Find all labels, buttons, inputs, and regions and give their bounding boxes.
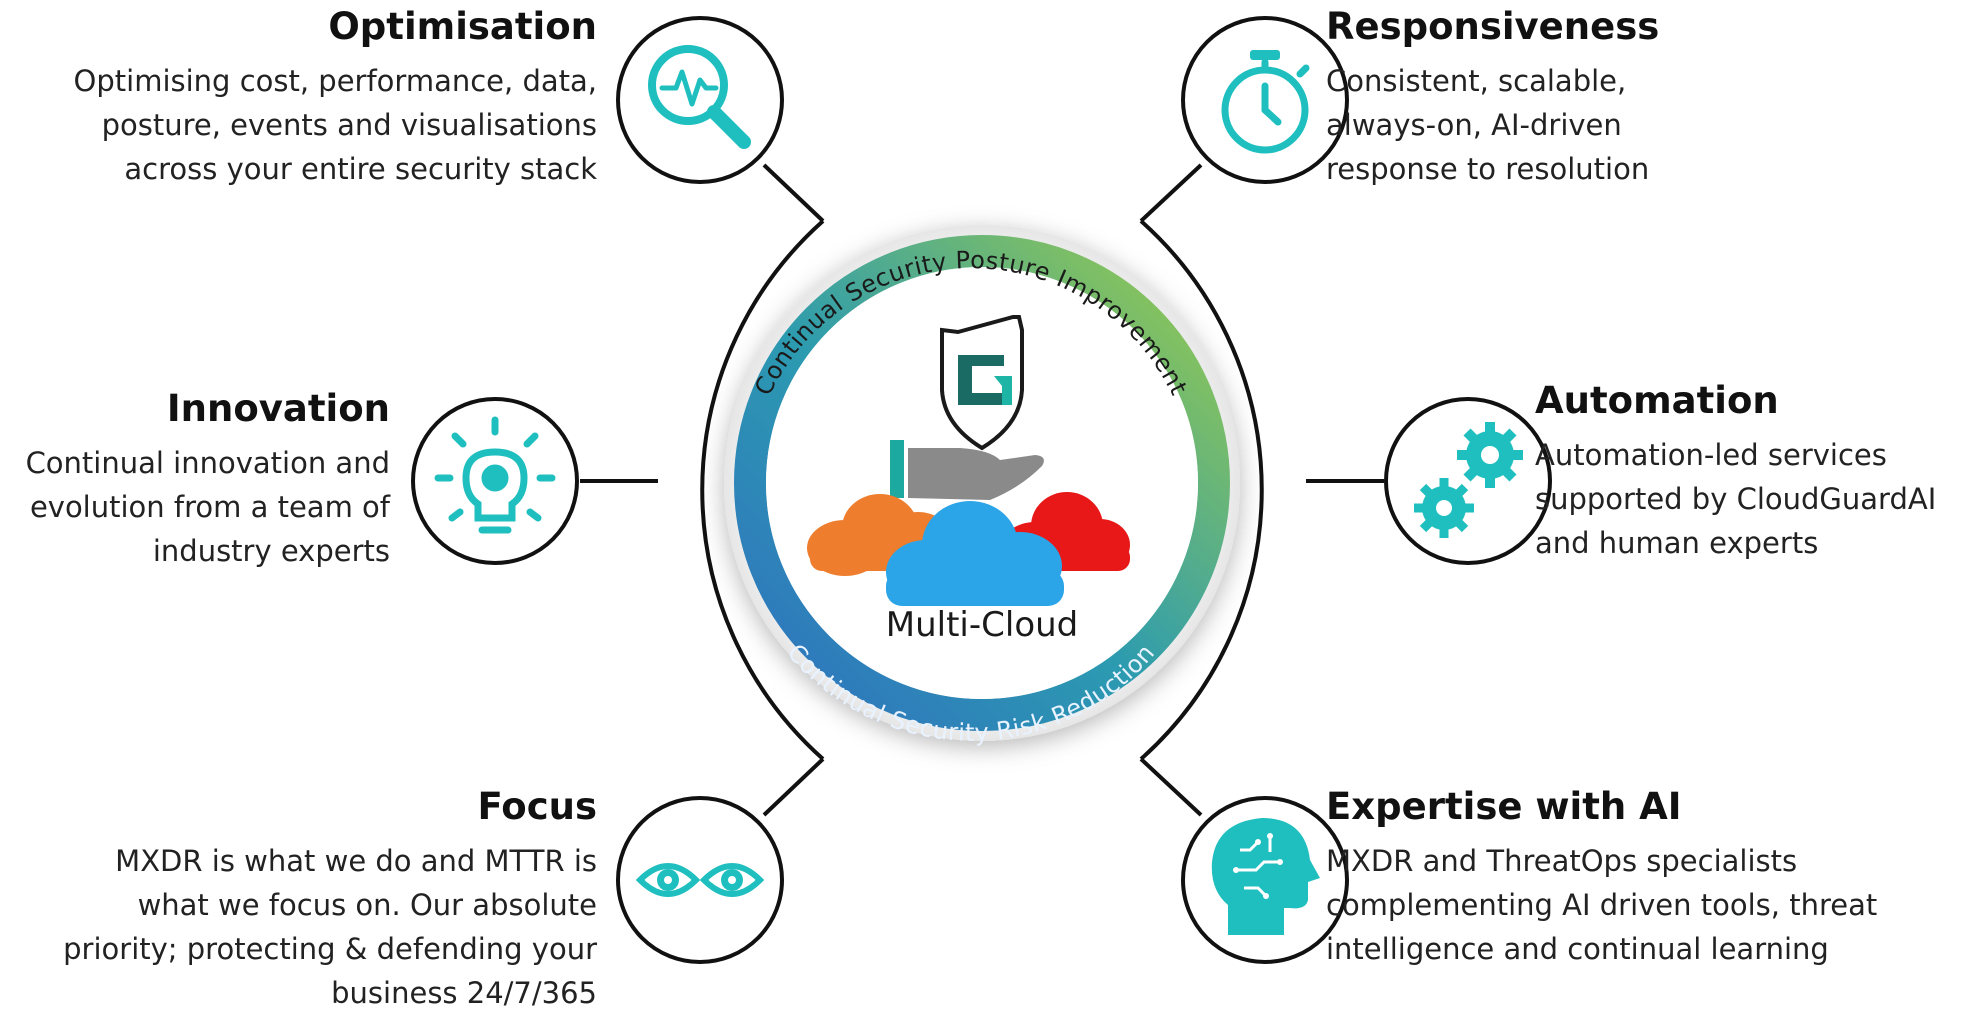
automation-node[interactable] (1384, 397, 1552, 565)
focus-title: Focus (477, 785, 598, 828)
automation-block: Automation Automation-led services suppo… (1535, 379, 1965, 565)
gears-icon (1414, 422, 1523, 538)
responsiveness-description: Consistent, scalable, always-on, AI-driv… (1326, 63, 1650, 186)
magnifier-pulse-icon (648, 45, 751, 149)
optimisation-description: Optimising cost, performance, data, post… (73, 63, 597, 186)
stopwatch-icon (1221, 50, 1310, 154)
connector-lines (580, 163, 1384, 817)
expertise-description: MXDR and ThreatOps specialists complemen… (1326, 843, 1878, 966)
expertise-block: Expertise with AI MXDR and ThreatOps spe… (1326, 785, 1946, 971)
responsiveness-title: Responsiveness (1326, 5, 1660, 48)
optimisation-title: Optimisation (328, 5, 597, 48)
progress-ring (734, 235, 1230, 731)
innovation-description: Continual innovation and evolution from … (25, 445, 390, 568)
innovation-block: Innovation Continual innovation and evol… (0, 387, 390, 573)
automation-title: Automation (1535, 379, 1779, 422)
innovation-title: Innovation (166, 387, 390, 430)
expertise-title: Expertise with AI (1326, 785, 1682, 828)
responsiveness-block: Responsiveness Consistent, scalable, alw… (1326, 5, 1926, 191)
automation-description: Automation-led services supported by Clo… (1535, 437, 1937, 560)
outer-connector-arcs (700, 219, 1264, 761)
eyes-icon (635, 863, 765, 897)
center-hub: Continual Security Posture Improvement C… (724, 225, 1240, 747)
optimisation-node[interactable] (616, 16, 784, 184)
blue-cloud-icon (886, 501, 1064, 606)
center-label: Multi-Cloud (886, 605, 1079, 645)
optimisation-block: Optimisation Optimising cost, performanc… (0, 5, 597, 191)
ai-head-icon (1211, 818, 1320, 935)
hand-icon (890, 440, 1044, 500)
lightbulb-gear-icon (434, 416, 556, 534)
shield-logo-icon (940, 315, 1024, 451)
focus-description: MXDR is what we do and MTTR is what we f… (63, 843, 597, 1010)
focus-block: Focus MXDR is what we do and MTTR is wha… (0, 785, 598, 1015)
